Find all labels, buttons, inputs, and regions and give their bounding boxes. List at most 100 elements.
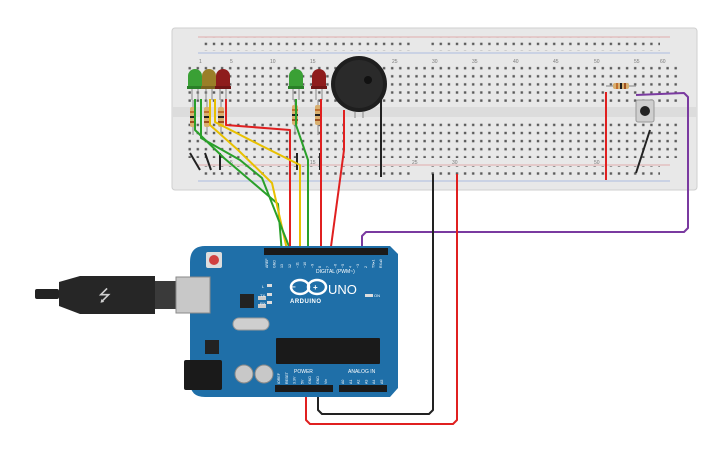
column-number: 35 (472, 59, 478, 65)
pin-label: A5 (380, 380, 384, 384)
on-led-label: ON (374, 293, 380, 298)
analog-label: ANALOG IN (348, 369, 376, 375)
column-number: 25 (392, 59, 398, 65)
top-power-rail-left (200, 37, 415, 51)
pin-label: 13 (280, 264, 284, 268)
led-red (215, 69, 231, 100)
l-led-label: L (262, 284, 265, 289)
led-red (311, 69, 327, 100)
wire-yellow[interactable] (209, 99, 289, 255)
usb-symbol-icon: ⭍ (98, 287, 111, 305)
column-number: 1 (199, 59, 202, 65)
pin-label: A1 (349, 380, 353, 384)
pin-label: ~10 (303, 262, 307, 268)
pin-label: ~3 (356, 264, 360, 268)
pin-label: ~5 (341, 264, 345, 268)
pushbutton[interactable] (635, 99, 655, 123)
pin-label: RESET (285, 371, 289, 384)
bottom-power-rail-right (430, 166, 660, 180)
column-number: 50 (594, 59, 600, 65)
resistor (315, 100, 321, 135)
pin-label: ~9 (311, 264, 315, 268)
breadboard: 1 5 10 15 20 25 30 35 40 45 50 55 60 5 1… (171, 27, 698, 191)
terminal-strip-top (183, 66, 680, 104)
pin-label: A4 (372, 380, 376, 384)
pin-label: ~6 (333, 264, 337, 268)
top-power-rail-right (430, 37, 660, 51)
column-number: 5 (230, 160, 233, 166)
column-number: 55 (634, 59, 640, 65)
pin-label: TX▸1 (371, 260, 375, 268)
column-number: 15 (310, 160, 316, 166)
usb-chip (240, 294, 254, 308)
wire-red[interactable] (225, 99, 291, 254)
pin-label: 4 (349, 266, 353, 268)
pin-label: GND (316, 376, 320, 384)
column-number: 5 (230, 59, 233, 65)
column-number: 50 (594, 160, 600, 166)
digital-label: DIGITAL (PWM~) (316, 269, 355, 275)
column-number: 10 (270, 59, 276, 65)
pin-label: IOREF (277, 372, 281, 384)
capacitor (254, 364, 274, 384)
pin-label: 7 (326, 266, 330, 268)
column-number: 15 (310, 59, 316, 65)
pin-label: A0 (341, 380, 345, 384)
pin-label: 5V (300, 379, 304, 384)
leds (187, 69, 327, 100)
piezo-buzzer (331, 56, 387, 118)
wire-red[interactable] (305, 174, 458, 425)
pin-label: GND (308, 376, 312, 384)
pin-label: RX◂0 (379, 259, 383, 268)
wire-black[interactable] (189, 152, 201, 171)
atmega-chip (276, 338, 380, 364)
power-label: POWER (294, 369, 313, 375)
pin-label: Vin (324, 379, 328, 384)
wire-green[interactable] (295, 99, 309, 254)
resistor-horizontal (606, 83, 636, 89)
pin-label: ~11 (295, 262, 299, 268)
column-number: 40 (513, 59, 519, 65)
long-wires (194, 92, 689, 425)
usb-b-port (175, 276, 211, 314)
pin-label: 12 (288, 264, 292, 268)
column-number: 45 (553, 59, 559, 65)
column-number: 60 (660, 59, 666, 65)
svg-text:−: − (291, 283, 296, 292)
pin-label: GND (273, 260, 277, 268)
wire-black[interactable] (635, 129, 651, 174)
tx-label: TX (260, 293, 265, 298)
wire-black[interactable] (204, 152, 212, 171)
analog-header (339, 385, 387, 392)
led-green (187, 69, 203, 100)
pin-label: A3 (364, 380, 368, 384)
digital-header (264, 248, 388, 255)
capacitor (234, 364, 254, 384)
crystal (232, 317, 270, 331)
resistor (204, 100, 210, 135)
brand-label: ARDUINO (290, 299, 322, 305)
wire-red[interactable] (329, 149, 345, 255)
arduino-logo-icon (289, 278, 328, 296)
wire-purple[interactable] (361, 92, 689, 254)
column-number: 30 (452, 160, 458, 166)
pin-label: 3.3V (293, 376, 297, 384)
wire-yellow[interactable] (214, 99, 301, 254)
led-yellow (201, 69, 217, 100)
pin-label: A2 (357, 380, 361, 384)
breadboard-wires (189, 92, 651, 180)
column-number: 30 (432, 59, 438, 65)
column-number: 25 (412, 160, 418, 166)
led-green (288, 69, 304, 100)
center-channel (172, 107, 697, 117)
pin-label: 2 (364, 266, 368, 268)
power-header (275, 385, 333, 392)
pin-label: AREF (265, 258, 269, 268)
wire-black[interactable] (317, 174, 434, 415)
terminal-strip-bottom (183, 120, 680, 158)
svg-text:+: + (313, 283, 318, 292)
resistor (218, 100, 224, 135)
wire-green[interactable] (200, 99, 293, 255)
